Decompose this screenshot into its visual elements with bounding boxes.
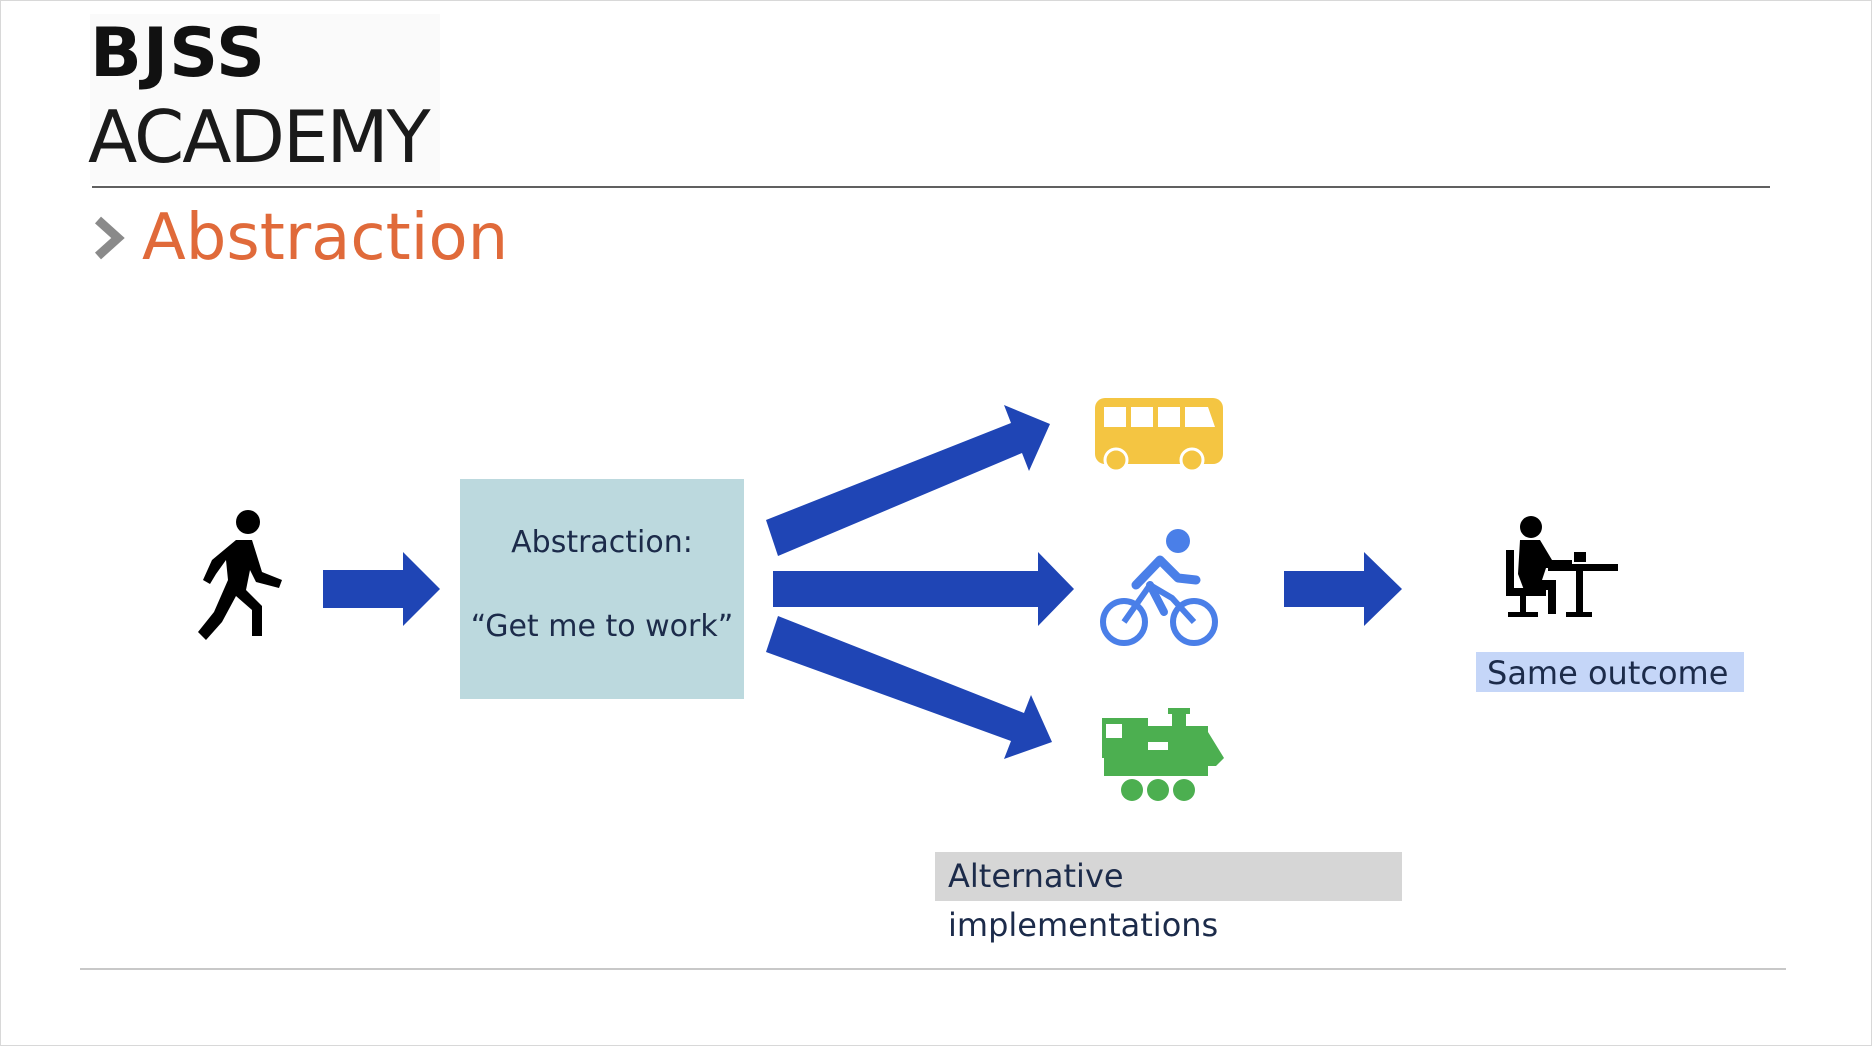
logo <box>90 14 440 184</box>
arrow-to-bus <box>766 405 1050 556</box>
cyclist-icon <box>1100 529 1218 646</box>
header-divider <box>92 186 1770 188</box>
footer-divider <box>80 968 1786 970</box>
page-title: Abstraction <box>142 201 509 275</box>
alternative-implementations-label: Alternative implementations <box>935 852 1402 944</box>
abstraction-heading: Abstraction: <box>511 525 693 560</box>
logo-line-2: ACADEMY <box>88 95 431 179</box>
same-outcome-label: Same outcome <box>1476 652 1744 692</box>
logo-line-1: BJSS <box>90 14 267 93</box>
train-icon <box>1102 708 1224 801</box>
person-at-desk-icon <box>1506 516 1618 617</box>
chevron-right-icon <box>94 216 125 260</box>
arrow-to-train <box>766 616 1052 759</box>
arrow-to-bike <box>773 552 1074 626</box>
arrow-to-outcome <box>1284 552 1402 626</box>
abstraction-quote: “Get me to work” <box>470 609 734 644</box>
bus-icon <box>1095 398 1223 473</box>
walking-person-icon <box>198 510 282 640</box>
arrow-to-abstraction <box>323 552 440 626</box>
abstraction-box: Abstraction: “Get me to work” <box>460 479 744 699</box>
